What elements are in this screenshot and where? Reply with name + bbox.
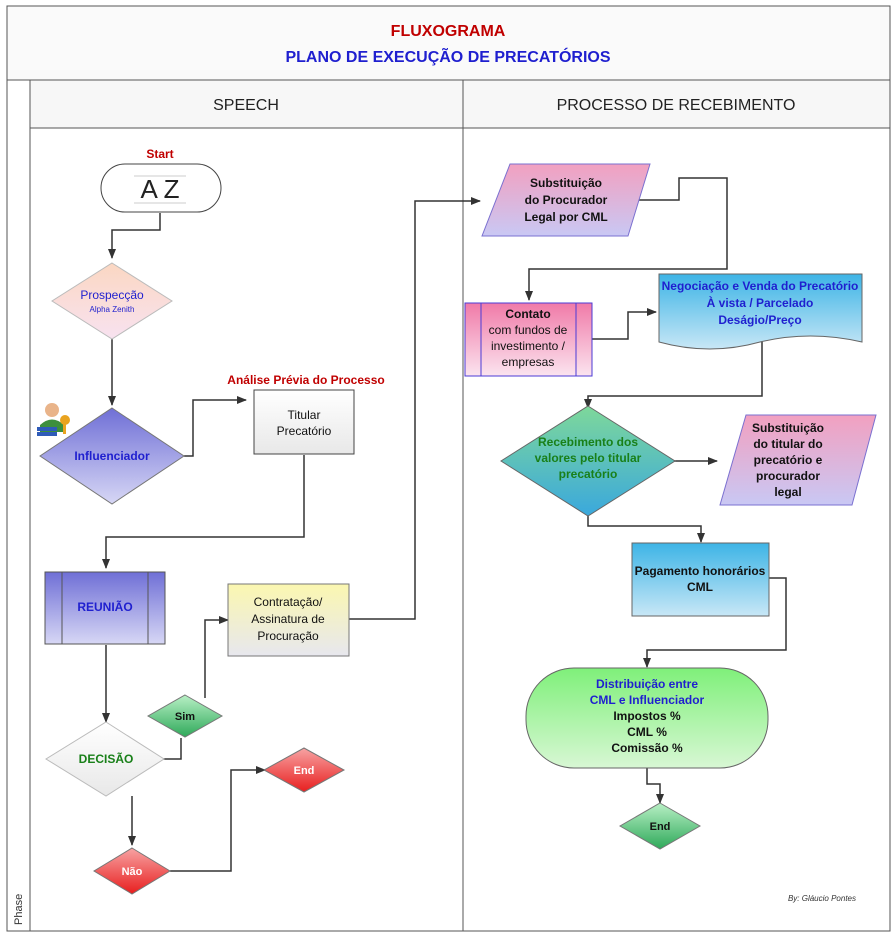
contato-label-3: investimento / <box>491 339 566 353</box>
subst-proc-label-3: Legal por CML <box>524 210 607 224</box>
end-right-label: End <box>650 821 671 833</box>
sim-label: Sim <box>175 711 195 723</box>
distrib-label-1: Distribuição entre <box>596 677 698 691</box>
prospeccao-node[interactable] <box>51 262 173 340</box>
titular-node[interactable] <box>253 389 355 455</box>
subst-titular-node[interactable] <box>719 414 877 506</box>
header-box <box>6 5 891 81</box>
end-node-left[interactable] <box>262 747 346 793</box>
contratacao-label-2: Assinatura de <box>251 612 325 626</box>
negociacao-label-1: Negociação e Venda do Precatório <box>662 279 859 293</box>
negociacao-node[interactable] <box>658 273 863 350</box>
decisao-node[interactable] <box>45 721 165 797</box>
contratacao-node[interactable] <box>227 583 350 657</box>
subst-tit-label-3: precatório e <box>754 453 823 467</box>
distribuicao-node[interactable] <box>525 667 769 769</box>
recebimento-node[interactable] <box>500 405 676 517</box>
subst-tit-label-5: legal <box>774 485 801 499</box>
author-credit: By: Gláucio Pontes <box>788 894 856 903</box>
distrib-label-4: CML % <box>627 725 667 739</box>
contato-label-2: com fundos de <box>489 323 568 337</box>
analise-title: Análise Prévia do Processo <box>227 373 384 387</box>
pagamento-label-2: CML <box>687 580 713 594</box>
user-key-icon <box>37 403 70 436</box>
start-node[interactable] <box>100 163 222 213</box>
contato-label-1: Contato <box>505 307 550 321</box>
lane-label-speech: SPEECH <box>213 97 279 114</box>
end-left-label: End <box>294 765 315 777</box>
subst-procurador-node[interactable] <box>481 163 651 237</box>
diagram-subtitle: PLANO DE EXECUÇÃO DE PRECATÓRIOS <box>285 46 610 66</box>
recebimento-label-1: Recebimento dos <box>538 435 638 449</box>
subst-tit-label-1: Substituição <box>752 421 824 435</box>
negociacao-label-2: À vista / Parcelado <box>707 295 814 310</box>
recebimento-label-3: precatório <box>559 467 618 481</box>
sim-node[interactable] <box>146 694 224 738</box>
contato-label-4: empresas <box>502 355 555 369</box>
start-label: Start <box>146 147 173 161</box>
az-logo: A Z <box>140 174 179 204</box>
titular-label-1: Titular <box>288 408 321 422</box>
prospeccao-label: Prospecção <box>80 288 144 302</box>
subst-proc-label-1: Substituição <box>530 176 602 190</box>
diagram-title: FLUXOGRAMA <box>391 23 506 40</box>
decisao-label: DECISÃO <box>79 751 134 766</box>
influenciador-label: Influenciador <box>74 449 150 463</box>
nao-label: Não <box>122 866 143 878</box>
contratacao-label-1: Contratação/ <box>254 595 323 609</box>
subst-tit-label-4: procurador <box>756 469 820 483</box>
prospeccao-sublabel: Alpha Zenith <box>90 305 135 314</box>
nao-node[interactable] <box>93 847 171 895</box>
negociacao-label-3: Deságio/Preço <box>718 313 801 327</box>
distrib-label-3: Impostos % <box>613 709 681 723</box>
pagamento-label-1: Pagamento honorários <box>635 564 766 578</box>
lane-header-row <box>29 79 891 129</box>
contratacao-label-3: Procuração <box>257 629 319 643</box>
influenciador-node[interactable] <box>39 407 185 505</box>
connectors <box>102 177 787 872</box>
distrib-label-2: CML e Influenciador <box>590 693 705 707</box>
recebimento-label-2: valores pelo titular <box>535 451 642 465</box>
lane-label-processo: PROCESSO DE RECEBIMENTO <box>557 97 796 114</box>
end-node-right[interactable] <box>618 802 702 850</box>
pagamento-node[interactable] <box>631 542 770 617</box>
reuniao-node[interactable] <box>44 571 166 645</box>
reuniao-label: REUNIÃO <box>77 599 132 614</box>
titular-label-2: Precatório <box>277 424 332 438</box>
distrib-label-5: Comissão % <box>611 741 683 755</box>
subst-tit-label-2: do titular do <box>753 437 822 451</box>
phase-label: Phase <box>13 894 25 925</box>
subst-proc-label-2: do Procurador <box>525 193 608 207</box>
contato-node[interactable] <box>464 302 593 377</box>
